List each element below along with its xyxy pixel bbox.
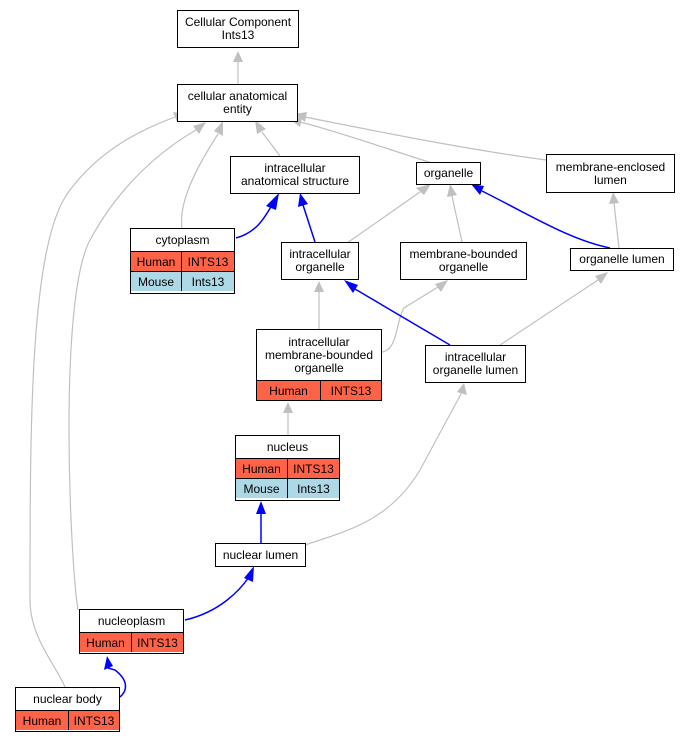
arrowhead-membrane-bounded-organelle: [447, 184, 457, 197]
node-organelle[interactable]: organelle: [416, 162, 481, 185]
arrowhead-cytoplasm-structure: [266, 193, 279, 210]
node-label-line: organelle lumen: [432, 363, 519, 377]
node-label-line: nucleus: [266, 439, 309, 454]
edge-nuclear-body-to-anatomical: [29, 116, 176, 691]
edge-ioluemn-to-organelle-lumen: [499, 279, 599, 346]
edge-intracellular-structure-to-anatomical: [261, 131, 281, 157]
node-cellular-component[interactable]: Cellular Component Ints13: [177, 10, 299, 48]
edge-organelle-lumen-to-membrane-lumen: [613, 202, 620, 249]
node-label-line: Ints13: [221, 28, 255, 42]
node-intracellular-organelle[interactable]: intracellular organelle: [281, 242, 359, 280]
human-gene-row: Human INTS13: [80, 632, 183, 652]
node-label-line: organelle: [438, 260, 489, 274]
node-label-line: entity: [223, 102, 252, 116]
edge-membrane-bounded-to-organelle: [451, 195, 463, 243]
arrowhead-nucleoplasm-anatomical: [193, 122, 206, 134]
species-cell: Mouse: [243, 481, 280, 496]
node-label-line: membrane-bounded: [264, 347, 374, 362]
mouse-gene-row: Mouse Ints13: [236, 478, 339, 498]
edge-nucleoplasm-part-of-nuclear-lumen: [184, 576, 250, 621]
node-label-line: Cellular Component: [184, 15, 292, 29]
node-intracellular-anatomical-structure[interactable]: intracellular anatomical structure: [230, 156, 360, 194]
node-cellular-anatomical-entity[interactable]: cellular anatomical entity: [177, 84, 298, 122]
arrowhead-organelle-lumen-membrane: [609, 192, 619, 204]
edge-nuclear-body-part-of-nucleoplasm: [107, 667, 127, 698]
arrowhead-cytoplasm-anatomical: [214, 121, 223, 136]
node-nuclear-body[interactable]: nuclear body Human INTS13: [15, 687, 120, 732]
node-label-line: organelle lumen: [579, 252, 665, 266]
edge-intracellular-organelle-to-organelle: [346, 191, 421, 244]
arrowhead-organelle-lumen-organelle: [471, 184, 484, 195]
edge-organelle-lumen-part-of-organelle: [481, 190, 611, 249]
edge-nucleoplasm-to-anatomical: [68, 129, 197, 611]
arrowhead-nucleus-imbo: [283, 402, 293, 413]
arrowhead-imbo-membrane-bounded: [435, 280, 448, 292]
species-cell: Human: [86, 635, 125, 650]
node-label-line: anatomical structure: [240, 174, 350, 188]
node-label-line: intracellular: [288, 334, 350, 349]
edge-imbo-to-membrane-bounded: [381, 286, 439, 353]
arrowhead-imbo-ic-organelle: [314, 281, 324, 292]
edge-cytoplasm-part-of-structure: [235, 204, 273, 239]
arrowhead-iol-ic-organelle: [344, 280, 358, 293]
node-label-line: lumen: [594, 172, 627, 187]
human-gene-row: Human INTS13: [16, 710, 119, 730]
node-nuclear-lumen[interactable]: nuclear lumen: [215, 543, 306, 567]
edge-organelle-to-anatomical: [299, 121, 433, 164]
arrowhead-ic-organelle-structure: [298, 193, 308, 207]
gene-cell[interactable]: INTS13: [320, 381, 381, 400]
species-cell: Human: [22, 713, 62, 728]
node-label-line: intracellular: [444, 350, 507, 364]
node-label-line: organelle: [295, 260, 345, 274]
arrowhead-anatomical-component: [233, 51, 243, 62]
gene-cell[interactable]: Ints13: [287, 479, 339, 498]
node-label-line: nucleoplasm: [97, 613, 166, 628]
arrowhead-membrane-lumen-anatomical: [295, 112, 307, 122]
node-cytoplasm[interactable]: cytoplasm Human INTS13 Mouse Ints13: [130, 228, 235, 294]
arrowhead-nuclear-lumen-iol: [457, 383, 467, 395]
node-label-line: membrane-bounded: [409, 247, 518, 261]
human-gene-row: Human INTS13: [236, 458, 339, 478]
edge-ic-organelle-part-of-structure: [302, 204, 316, 243]
human-gene-row: Human INTS13: [131, 251, 234, 271]
node-nucleus[interactable]: nucleus Human INTS13 Mouse Ints13: [235, 435, 340, 501]
node-intracellular-organelle-lumen[interactable]: intracellular organelle lumen: [425, 345, 526, 383]
gene-cell[interactable]: Ints13: [181, 272, 234, 291]
gene-cell[interactable]: INTS13: [68, 711, 119, 730]
edge-nuclear-lumen-to-iol: [304, 391, 463, 546]
node-membrane-bounded-organelle[interactable]: membrane-bounded organelle: [400, 242, 527, 280]
edge-iol-part-of-ic-organelle: [354, 288, 451, 346]
edge-cytoplasm-to-anatomical: [180, 133, 219, 229]
species-cell: Human: [136, 254, 176, 269]
species-cell: Human: [269, 383, 308, 398]
node-label-line: organelle: [294, 360, 344, 375]
node-label-line: intracellular: [289, 247, 351, 261]
gene-cell[interactable]: INTS13: [181, 252, 234, 271]
node-label-line: cellular anatomical: [187, 89, 288, 103]
node-label-line: organelle: [423, 166, 474, 180]
node-label-line: nuclear lumen: [222, 547, 299, 562]
arrowhead-nuclear-body-nucleoplasm: [104, 656, 113, 670]
arrowhead-ic-organelle-organelle: [416, 184, 431, 195]
species-cell: Mouse: [137, 274, 175, 289]
node-label-line: nuclear body: [33, 691, 102, 706]
human-gene-row: Human INTS13: [257, 380, 381, 400]
gene-cell[interactable]: INTS13: [287, 459, 339, 478]
node-label-line: cytoplasm: [155, 232, 210, 247]
node-intracellular-membrane-bounded-organelle[interactable]: intracellular membrane-bounded organelle…: [256, 329, 382, 401]
gene-cell[interactable]: INTS13: [131, 633, 183, 652]
mouse-gene-row: Mouse Ints13: [131, 271, 234, 291]
edge-membrane-lumen-to-anatomical: [304, 116, 547, 161]
arrowhead-intracellular-structure: [255, 120, 266, 134]
node-organelle-lumen[interactable]: organelle lumen: [570, 248, 674, 271]
node-label-line: membrane-enclosed: [555, 159, 666, 174]
arrowhead-nucleoplasm-nuclear-lumen: [244, 566, 254, 582]
species-cell: Human: [242, 461, 281, 476]
node-nucleoplasm[interactable]: nucleoplasm Human INTS13: [79, 609, 184, 654]
arrowhead-nuclear-lumen-nucleus: [256, 501, 266, 514]
node-membrane-enclosed-lumen[interactable]: membrane-enclosed lumen: [546, 154, 675, 193]
node-label-line: intracellular: [264, 161, 326, 175]
arrowhead-iol-organelle-lumen: [595, 272, 608, 284]
